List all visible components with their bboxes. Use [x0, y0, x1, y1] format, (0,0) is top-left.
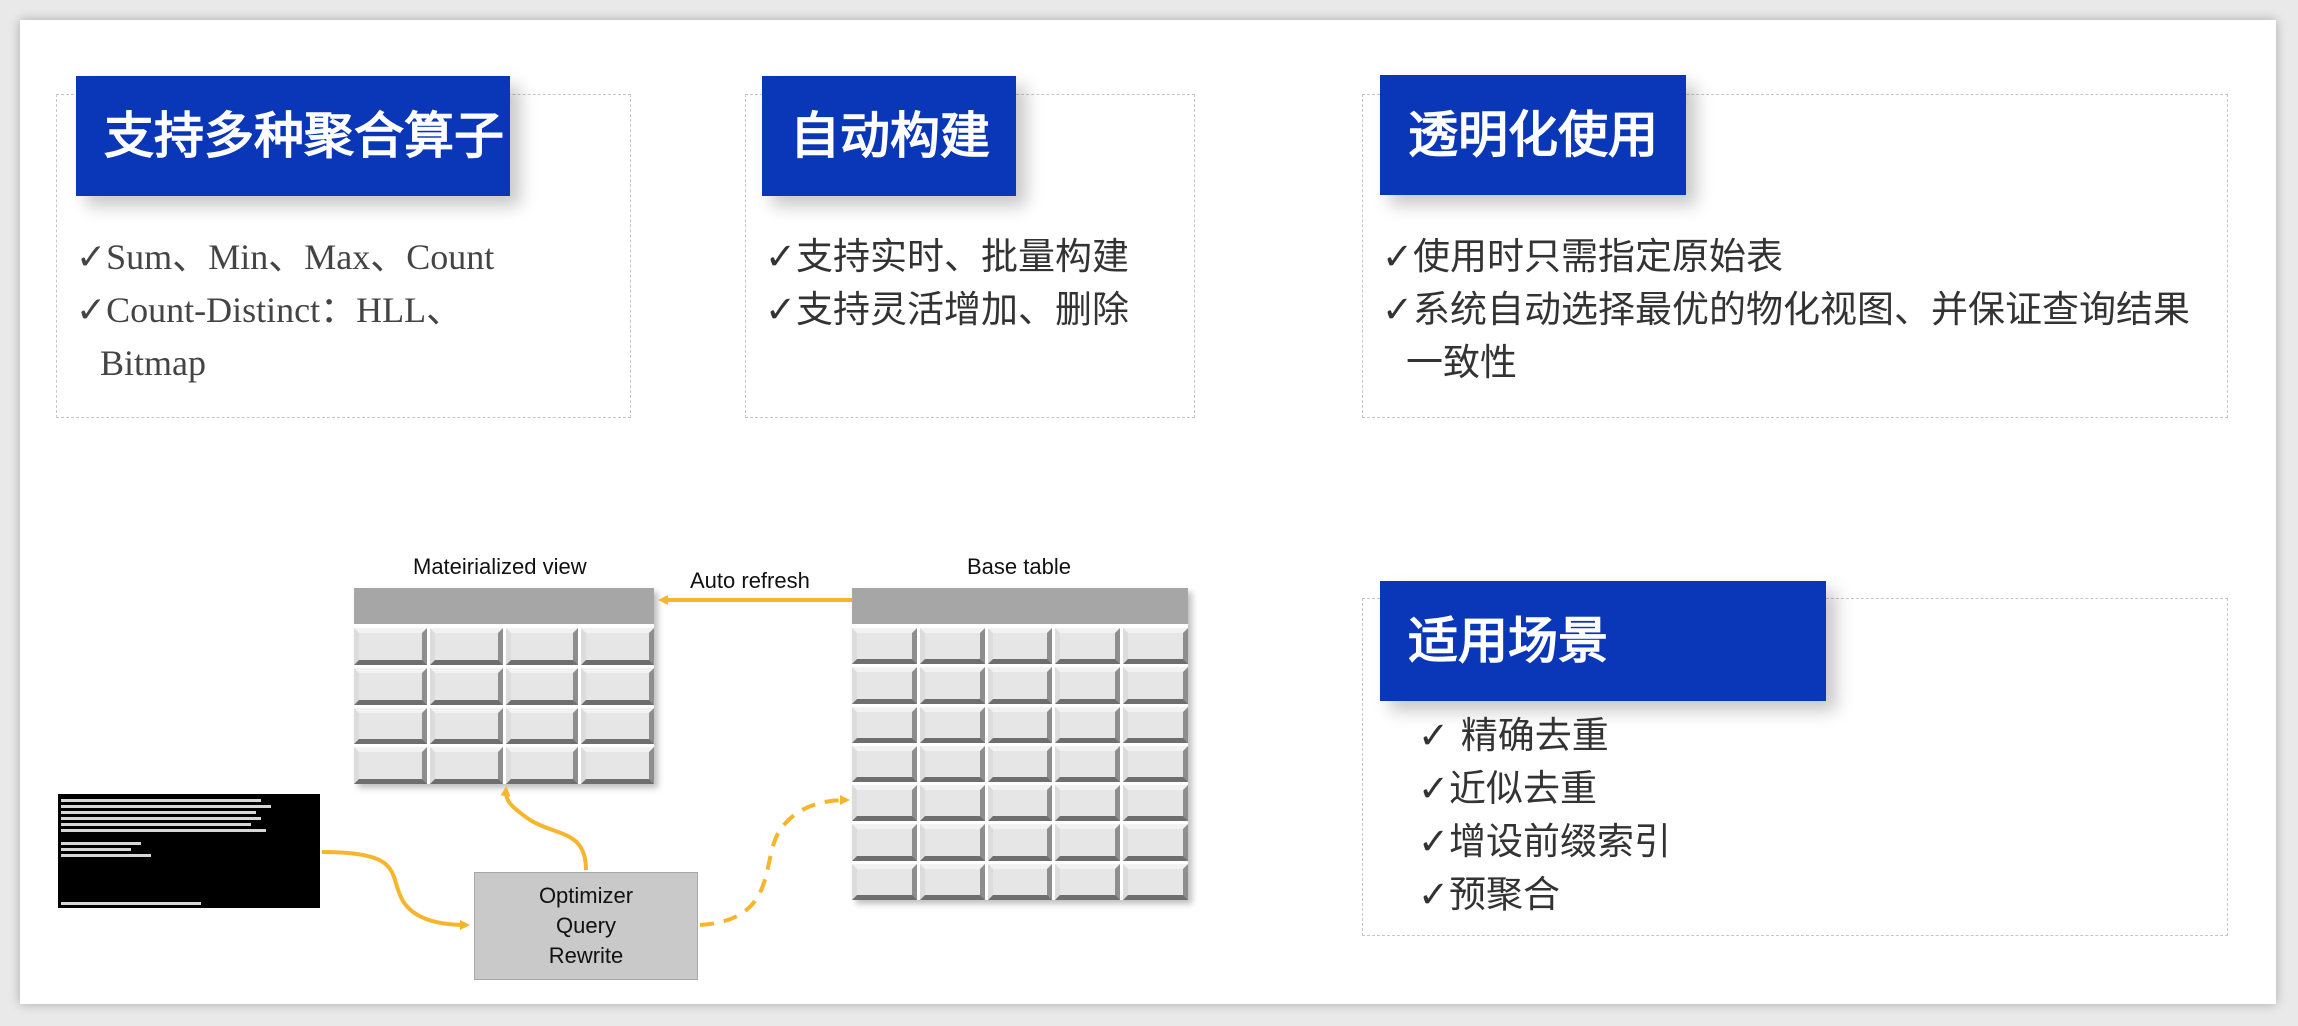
table-cell	[987, 824, 1053, 861]
terminal-to-optimizer-arrow	[321, 850, 470, 930]
table-cell	[581, 667, 654, 705]
table-cell	[919, 863, 985, 900]
table-cell	[852, 863, 917, 900]
table-cell	[919, 824, 985, 861]
card-scenarios-title: 适用场景	[1380, 581, 1826, 701]
optimizer-line-2: Query	[556, 913, 616, 938]
card-transparent	[1362, 94, 2228, 418]
table-cell	[852, 785, 917, 822]
table-cell	[354, 747, 427, 784]
table-header-bar	[354, 588, 654, 624]
table-cell	[919, 745, 985, 783]
table-cell	[581, 628, 654, 665]
optimizer-query-rewrite-box: Optimizer Query Rewrite	[474, 872, 698, 980]
optimizer-line-3: Rewrite	[548, 943, 624, 968]
terminal-text-line	[61, 854, 151, 857]
table-cell	[1055, 785, 1121, 822]
table-cell	[505, 667, 579, 705]
terminal-text-line	[61, 823, 251, 826]
table-cell	[354, 667, 427, 705]
table-cell	[1055, 706, 1121, 743]
table-cell	[581, 747, 654, 784]
card-scenarios-line-4: ✓预聚合	[1418, 873, 1561, 916]
table-cell	[852, 824, 917, 861]
table-cell	[852, 667, 917, 704]
card-auto-build-title: 自动构建	[762, 76, 1016, 196]
card-auto-build-line-1: ✓支持实时、批量构建	[765, 235, 1130, 278]
card-operators-line-2: ✓Count-Distinct：HLL、	[76, 290, 463, 330]
table-cell	[354, 628, 427, 665]
terminal-text-line	[61, 799, 261, 802]
terminal-window	[58, 794, 320, 908]
table-cell	[987, 745, 1053, 783]
terminal-text-line	[61, 848, 131, 851]
table-cell	[919, 785, 985, 822]
table-cell	[505, 747, 579, 784]
table-cell	[987, 863, 1053, 900]
table-cell	[987, 628, 1053, 665]
card-transparent-line-1: ✓使用时只需指定原始表	[1382, 235, 1784, 278]
card-transparent-title: 透明化使用	[1380, 75, 1686, 195]
optimizer-to-mv-arrow	[500, 786, 588, 871]
table-cell	[1055, 863, 1121, 900]
table-cell	[852, 628, 917, 665]
table-cell	[987, 667, 1053, 704]
terminal-text-line	[61, 902, 201, 905]
optimizer-line-1: Optimizer	[538, 883, 634, 908]
card-operators-line-3: Bitmap	[100, 343, 206, 383]
table-cell	[987, 706, 1053, 743]
table-cell	[581, 707, 654, 745]
table-cell	[1055, 824, 1121, 861]
materialized-view-table	[354, 588, 654, 784]
table-cell	[852, 706, 917, 743]
card-scenarios-line-3: ✓增设前缀索引	[1418, 820, 1672, 863]
table-cell	[1055, 745, 1121, 783]
auto-refresh-label: Auto refresh	[690, 568, 810, 593]
table-cell	[505, 707, 579, 745]
table-cell	[1123, 863, 1188, 900]
card-scenarios-line-2: ✓近似去重	[1418, 767, 1598, 810]
terminal-text-line	[61, 842, 141, 845]
table-cell	[429, 628, 503, 665]
terminal-text-line	[61, 817, 261, 820]
mv-label: Mateirialized view	[413, 554, 587, 579]
terminal-text-line	[61, 805, 271, 808]
table-cell	[852, 745, 917, 783]
table-cell	[1123, 706, 1188, 743]
table-cell	[987, 785, 1053, 822]
table-cell	[1123, 745, 1188, 783]
table-cell	[1123, 785, 1188, 822]
terminal-text-line	[61, 829, 266, 832]
table-cell	[429, 747, 503, 784]
table-cell	[919, 628, 985, 665]
card-operators-line-1: ✓Sum、Min、Max、Count	[76, 237, 495, 277]
base-table	[852, 588, 1188, 900]
table-cell	[429, 707, 503, 745]
table-cell	[354, 707, 427, 745]
table-cell	[1123, 628, 1188, 665]
card-transparent-line-3: 一致性	[1406, 341, 1517, 384]
optimizer-to-base-dashed-arrow	[699, 795, 850, 927]
table-cell	[919, 667, 985, 704]
table-cell	[1123, 824, 1188, 861]
terminal-text-line	[61, 811, 256, 814]
table-header-bar	[852, 588, 1188, 624]
table-cell	[1055, 628, 1121, 665]
table-cell	[429, 667, 503, 705]
base-table-label: Base table	[967, 554, 1071, 579]
card-operators-title: 支持多种聚合算子	[76, 76, 510, 196]
card-scenarios-line-1: ✓ 精确去重	[1418, 714, 1609, 757]
table-cell	[1055, 667, 1121, 704]
table-cell	[1123, 667, 1188, 704]
card-auto-build-line-2: ✓支持灵活增加、删除	[765, 288, 1130, 331]
table-cell	[505, 628, 579, 665]
card-transparent-line-2: ✓系统自动选择最优的物化视图、并保证查询结果	[1382, 288, 2191, 331]
table-cell	[919, 706, 985, 743]
